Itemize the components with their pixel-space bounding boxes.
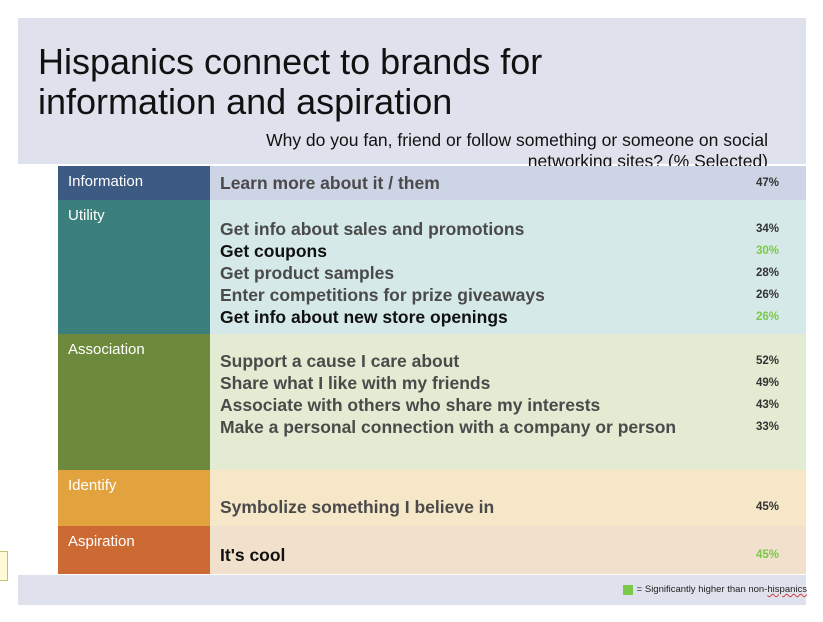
- item-label: Get info about new store openings: [220, 307, 508, 327]
- item-value: 26%: [755, 289, 779, 301]
- item-value: 45%: [755, 501, 779, 513]
- slide-title: Hispanics connect to brands for informat…: [38, 41, 543, 122]
- legend: = Significantly higher than non-hispanic…: [622, 584, 807, 595]
- item-value: 43%: [755, 399, 779, 411]
- item-label: Symbolize something I believe in: [220, 497, 495, 517]
- items-panel: Support a cause I care about 52% Share wha…: [210, 334, 806, 470]
- items-panel: Learn more about it / them 47%: [210, 166, 806, 200]
- group-information: Information Learn more about it / them 47%: [58, 166, 806, 200]
- category-label: Utility: [58, 200, 210, 334]
- category-label: Information: [58, 166, 210, 200]
- items-panel: It's cool 45%: [210, 526, 806, 574]
- item-label: Support a cause I care about: [220, 351, 460, 371]
- item-value: 52%: [755, 355, 779, 367]
- item-value: 33%: [755, 421, 779, 433]
- footer-band: [18, 575, 806, 605]
- item-label: Learn more about it / them: [220, 173, 440, 193]
- group-aspiration: Aspiration It's cool 45%: [58, 526, 806, 574]
- item-label: Get info about sales and promotions: [220, 219, 525, 239]
- legend-text-end: hispanics: [767, 584, 807, 595]
- sticky-note-tab: [0, 551, 8, 581]
- item-label: It's cool: [220, 545, 286, 565]
- item-value: 30%: [755, 245, 779, 257]
- items-panel: Symbolize something I believe in 45%: [210, 470, 806, 526]
- group-association: Association Support a cause I care about 5…: [58, 334, 806, 470]
- item-label: Get product samples: [220, 263, 395, 283]
- category-label: Aspiration: [58, 526, 210, 574]
- item-value: 28%: [755, 267, 779, 279]
- legend-swatch: [622, 584, 633, 595]
- item-label: Share what I like with my friends: [220, 373, 491, 393]
- item-value: 45%: [755, 549, 779, 561]
- item-value: 47%: [755, 177, 779, 189]
- item-value: 49%: [755, 377, 779, 389]
- item-label: Make a personal connection with a compan…: [220, 417, 677, 437]
- item-value: 26%: [755, 311, 779, 323]
- items-panel: Get info about sales and promotions 34% Ge…: [210, 200, 806, 334]
- item-label: Associate with others who share my inter…: [220, 395, 601, 415]
- item-value: 34%: [755, 223, 779, 235]
- item-label: Get coupons: [220, 241, 327, 261]
- category-label: Identify: [58, 470, 210, 526]
- category-label: Association: [58, 334, 210, 470]
- title-band: [18, 18, 806, 164]
- legend-text: = Significantly higher than non-: [636, 584, 768, 595]
- item-label: Enter competitions for prize giveaways: [220, 285, 545, 305]
